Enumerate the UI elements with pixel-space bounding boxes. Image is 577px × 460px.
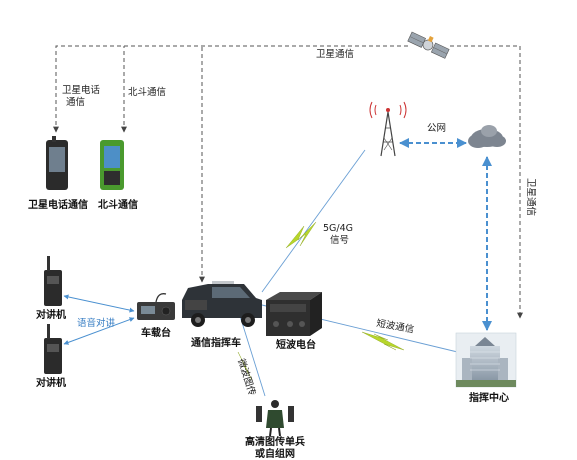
shortwave-comm-label: 短波通信 <box>375 317 415 335</box>
hd-soldier-icon <box>256 400 294 437</box>
walkie-talkie-bottom-icon <box>44 324 62 374</box>
command-vehicle-label: 通信指挥车 <box>191 336 241 349</box>
lightning-bolts <box>237 221 405 381</box>
net-5g-label-line2: 信号 <box>330 234 349 246</box>
voice-intercom-label: 语音对讲 <box>77 317 116 329</box>
voice-intercom-links <box>63 294 135 345</box>
hd-soldier-label-line2: 或自组网 <box>255 447 295 460</box>
cloud-icon <box>468 125 506 148</box>
signal-lines <box>239 149 471 397</box>
vehicle-radio-icon <box>137 293 175 320</box>
command-vehicle-icon <box>182 281 262 327</box>
cell-tower-icon <box>369 101 407 157</box>
beidou-phone-icon <box>100 140 124 190</box>
beidou-comm-label: 北斗通信 <box>128 86 166 98</box>
command-center-label: 指挥中心 <box>469 391 509 404</box>
sat-phone-label-line1: 卫星电话 <box>62 84 101 96</box>
sat-phone-label-line2: 通信 <box>66 96 85 108</box>
beidou-device-label: 北斗通信 <box>98 198 138 211</box>
satellite-icon <box>407 31 450 59</box>
net-5g-label-line1: 5G/4G <box>323 223 353 234</box>
walkie-talkie-top-icon <box>44 256 62 306</box>
sat-comm-right-label: 卫星通信 <box>525 178 537 216</box>
command-center-building-icon <box>455 332 517 388</box>
shortwave-radio-label: 短波电台 <box>276 338 316 351</box>
sat-comm-top-label: 卫星通信 <box>316 48 354 60</box>
public-network-label: 公网 <box>427 123 446 134</box>
shortwave-radio-icon <box>266 292 322 336</box>
satellite-links <box>53 45 523 319</box>
sat-phone-device-label: 卫星电话通信 <box>28 198 88 211</box>
walkie-talkie-bottom-label: 对讲机 <box>36 376 66 389</box>
sat-phone-icon <box>46 136 68 190</box>
vehicle-radio-label: 车载台 <box>141 326 171 339</box>
hd-soldier-label-line1: 高清图传单兵 <box>245 435 305 448</box>
walkie-talkie-top-label: 对讲机 <box>36 308 66 321</box>
